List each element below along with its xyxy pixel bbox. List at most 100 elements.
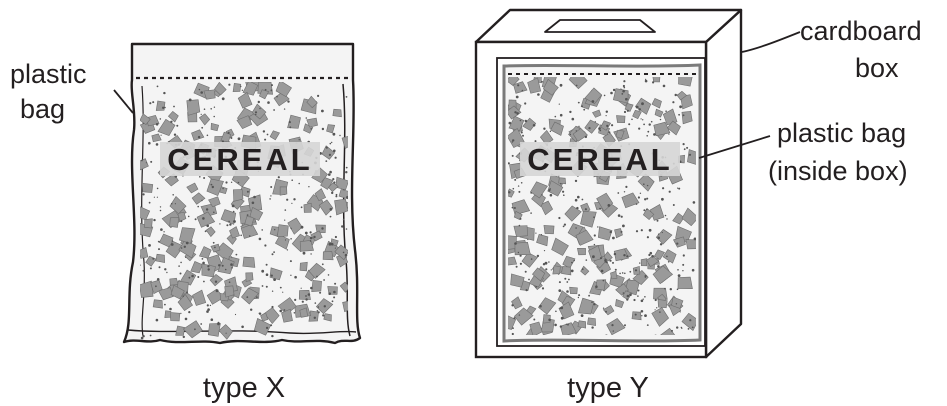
cereal-speck bbox=[143, 270, 145, 272]
cereal-speck bbox=[661, 198, 664, 201]
cereal-speck bbox=[595, 285, 598, 288]
cereal-speck bbox=[621, 93, 623, 95]
cereal-speck bbox=[608, 204, 610, 206]
cereal-speck bbox=[148, 142, 151, 145]
cereal-speck bbox=[648, 254, 650, 256]
cereal-speck bbox=[508, 162, 510, 164]
cereal-speck bbox=[555, 311, 557, 313]
cereal-speck bbox=[163, 92, 165, 94]
cereal-speck bbox=[172, 240, 174, 242]
cereal-speck bbox=[171, 203, 173, 205]
cereal-speck bbox=[541, 194, 542, 195]
cereal-speck bbox=[250, 309, 252, 311]
cereal-speck bbox=[638, 290, 640, 292]
cereal-speck bbox=[678, 188, 680, 190]
cereal-speck bbox=[230, 263, 233, 266]
cereal-speck bbox=[287, 249, 288, 250]
cereal-speck bbox=[597, 226, 598, 227]
cereal-speck bbox=[230, 137, 232, 139]
cereal-speck bbox=[518, 252, 519, 253]
cereal-speck bbox=[274, 229, 275, 230]
cereal-speck bbox=[207, 308, 210, 311]
cereal-speck bbox=[211, 318, 214, 321]
cereal-speck bbox=[576, 130, 577, 131]
cereal-speck bbox=[520, 120, 522, 122]
cereal-speck bbox=[575, 180, 577, 182]
cereal-speck bbox=[204, 108, 206, 110]
cereal-speck bbox=[543, 128, 545, 130]
cereal-speck bbox=[333, 181, 335, 183]
cereal-speck bbox=[512, 141, 513, 142]
cereal-speck bbox=[252, 202, 255, 205]
cereal-speck bbox=[521, 131, 523, 133]
cereal-speck bbox=[511, 304, 513, 306]
cereal-speck bbox=[683, 143, 685, 145]
cereal-speck bbox=[285, 209, 287, 211]
cereal-speck bbox=[271, 306, 273, 308]
cereal-speck bbox=[328, 173, 331, 176]
cereal-speck bbox=[231, 256, 232, 257]
cereal-speck bbox=[644, 314, 647, 317]
cereal-speck bbox=[636, 106, 639, 109]
cereal-speck bbox=[181, 247, 183, 249]
cereal-speck bbox=[172, 194, 174, 196]
cereal-speck bbox=[535, 286, 537, 288]
cereal-speck bbox=[527, 239, 528, 240]
cereal-speck bbox=[232, 205, 235, 208]
cereal-speck bbox=[606, 261, 608, 263]
cereal-speck bbox=[649, 123, 651, 125]
cereal-speck bbox=[240, 235, 242, 237]
cereal-speck bbox=[613, 330, 614, 331]
cereal-speck bbox=[233, 211, 235, 213]
cereal-speck bbox=[656, 307, 657, 308]
cereal-speck bbox=[270, 186, 272, 188]
cereal-speck bbox=[202, 262, 205, 265]
cereal-speck bbox=[592, 100, 595, 103]
label-plastic-bag-y-line2: (inside box) bbox=[768, 156, 908, 186]
cereal-speck bbox=[266, 327, 268, 329]
cereal-speck bbox=[266, 273, 269, 276]
cereal-speck bbox=[333, 133, 336, 136]
cereal-speck bbox=[618, 214, 621, 217]
cereal-speck bbox=[566, 290, 569, 293]
cereal-speck bbox=[256, 296, 258, 298]
cereal-speck bbox=[637, 295, 639, 297]
cereal-speck bbox=[623, 85, 625, 87]
cereal-speck bbox=[668, 134, 669, 135]
cereal-speck bbox=[593, 303, 595, 305]
cereal-speck bbox=[208, 268, 210, 270]
cereal-speck bbox=[657, 237, 660, 240]
cereal-speck bbox=[683, 114, 685, 116]
cereal-speck bbox=[180, 273, 182, 275]
cereal-speck bbox=[676, 303, 677, 304]
cereal-speck bbox=[612, 237, 615, 240]
cereal-speck bbox=[563, 226, 565, 228]
cereal-speck bbox=[149, 102, 151, 104]
cereal-speck bbox=[141, 160, 143, 162]
cereal-speck bbox=[214, 247, 216, 249]
cereal-speck bbox=[203, 177, 205, 179]
cereal-speck bbox=[636, 230, 638, 232]
cereal-speck bbox=[663, 85, 666, 88]
cereal-speck bbox=[164, 304, 166, 306]
cereal-speck bbox=[567, 324, 569, 326]
cereal-speck bbox=[649, 229, 652, 232]
cereal-speck bbox=[559, 281, 561, 283]
cereal-speck bbox=[330, 208, 333, 211]
cereal-speck bbox=[152, 258, 154, 260]
cereal-speck bbox=[202, 258, 204, 260]
cereal-speck bbox=[272, 291, 273, 292]
cereal-speck bbox=[550, 131, 551, 132]
cereal-speck bbox=[160, 206, 161, 207]
cereal-speck bbox=[214, 107, 215, 108]
cereal-speck bbox=[207, 135, 209, 137]
cereal-speck bbox=[276, 96, 278, 98]
cereal-speck bbox=[333, 150, 336, 153]
cereal-speck bbox=[514, 179, 516, 181]
cereal-speck bbox=[180, 313, 181, 314]
label-plastic-bag-x-line2: bag bbox=[20, 94, 65, 124]
cereal-speck bbox=[315, 302, 317, 304]
cereal-speck bbox=[541, 234, 542, 235]
cereal-speck bbox=[189, 277, 191, 279]
cereal-speck bbox=[228, 84, 230, 86]
